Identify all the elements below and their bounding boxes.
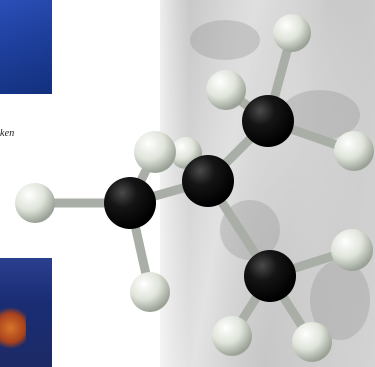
hydrogen-atom (134, 131, 176, 173)
hydrogen-atom (292, 322, 332, 362)
carbon-atom-upper-right (242, 95, 294, 147)
blue-photo-bottom (0, 258, 52, 367)
orange-highlight (0, 307, 26, 349)
carbon-atom-lower-right (244, 250, 296, 302)
carbon-atom-center (182, 155, 234, 207)
hydrogen-atom (212, 316, 252, 356)
hydrogen-atom (130, 272, 170, 312)
hydrogen-atoms (15, 14, 374, 362)
hydrogen-atom (334, 131, 374, 171)
photo-caption: ken (0, 128, 15, 139)
hydrogen-atom (273, 14, 311, 52)
blue-photo-top (0, 0, 52, 94)
hydrogen-atom (15, 183, 55, 223)
hydrogen-atom (331, 229, 373, 271)
background-shape (190, 20, 260, 60)
carbon-atoms (104, 95, 296, 302)
carbon-atom-left (104, 177, 156, 229)
hydrogen-atom (206, 70, 246, 110)
